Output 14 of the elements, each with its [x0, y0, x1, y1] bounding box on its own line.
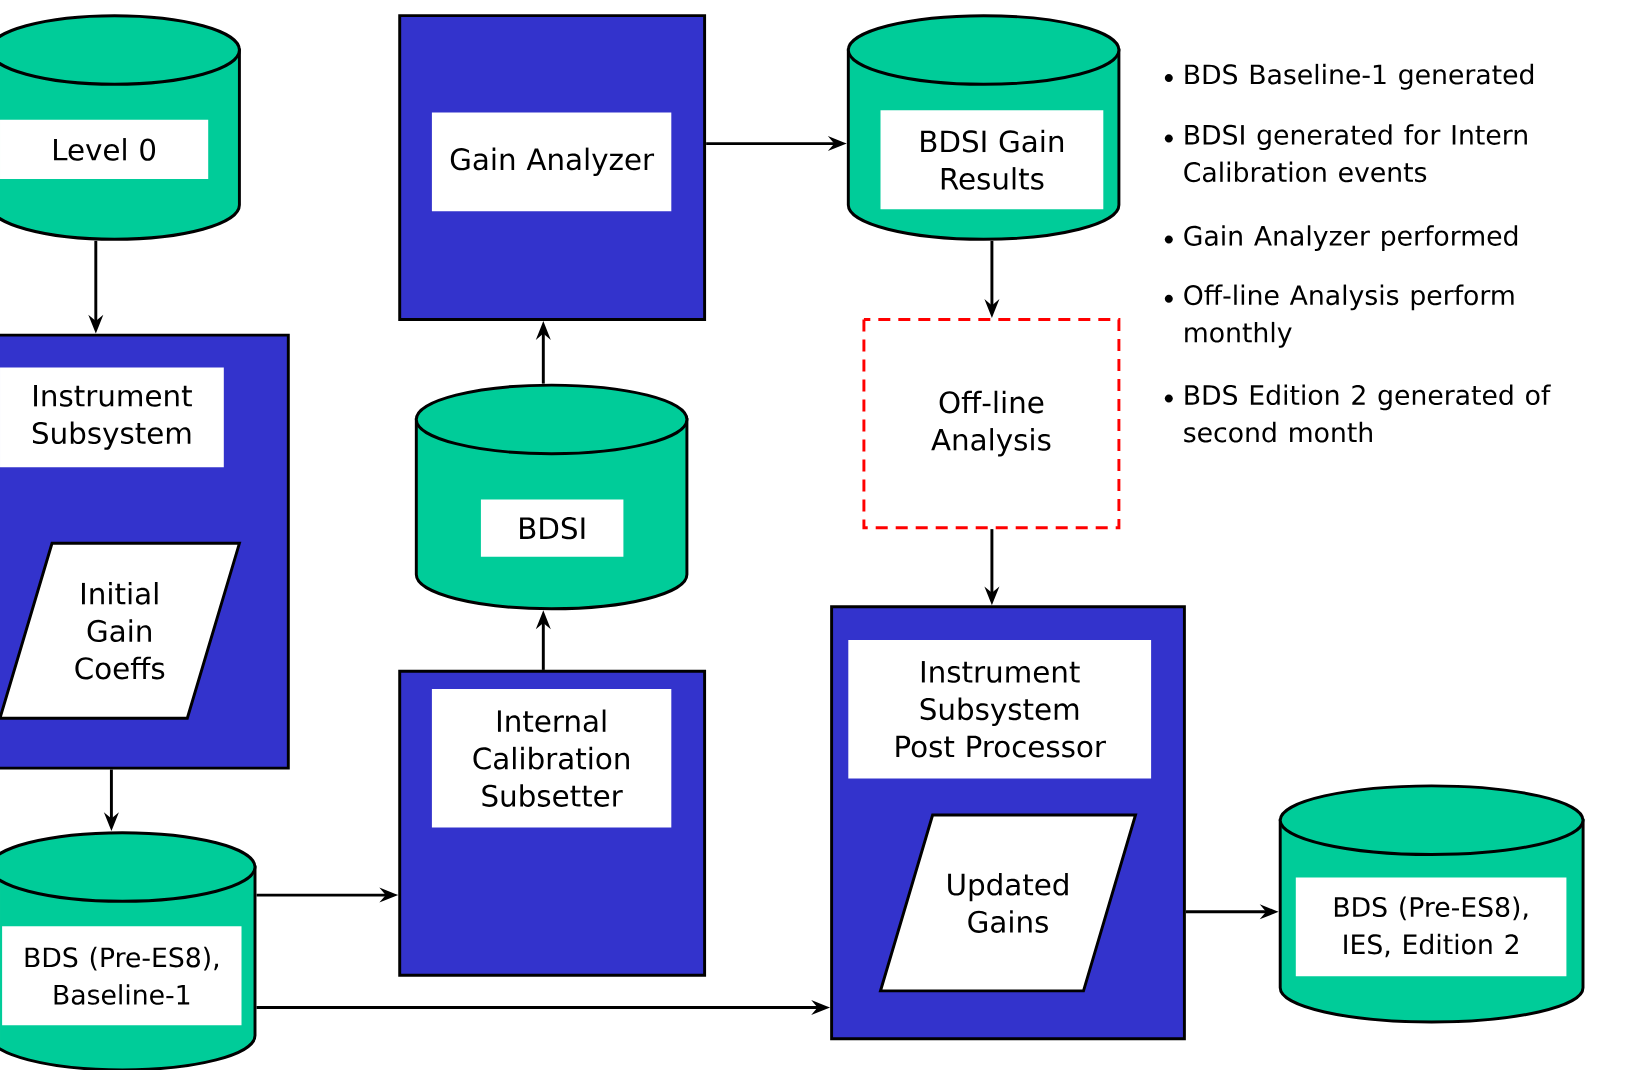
- bullet-item: BDS Edition 2 generated of second month: [1164, 384, 1551, 443]
- bullet-item: BDS Baseline-1 generated: [1164, 63, 1534, 90]
- database-cylinder: BDSI: [414, 383, 689, 611]
- database-cylinder: BDSI Gain Results: [846, 14, 1121, 241]
- process-box: Gain Analyzer: [398, 14, 707, 321]
- database-cylinder: Level 0: [0, 14, 241, 241]
- dashed-process-box: Off-line Analysis: [862, 318, 1121, 530]
- data-parallelogram: Initial Gain Coeffs: [0, 541, 242, 720]
- bullet-item: BDSI generated for Intern Calibration events: [1164, 124, 1527, 183]
- bullet-item: Gain Analyzer performed: [1164, 225, 1518, 252]
- process-box: Internal Calibration Subsetter: [398, 669, 707, 977]
- database-cylinder: BDS (Pre-ES8), IES, Edition 2: [1278, 784, 1585, 1024]
- bullet-item: Off-line Analysis perform monthly: [1164, 284, 1514, 348]
- database-cylinder: BDS (Pre-ES8), Baseline-1: [0, 831, 257, 1070]
